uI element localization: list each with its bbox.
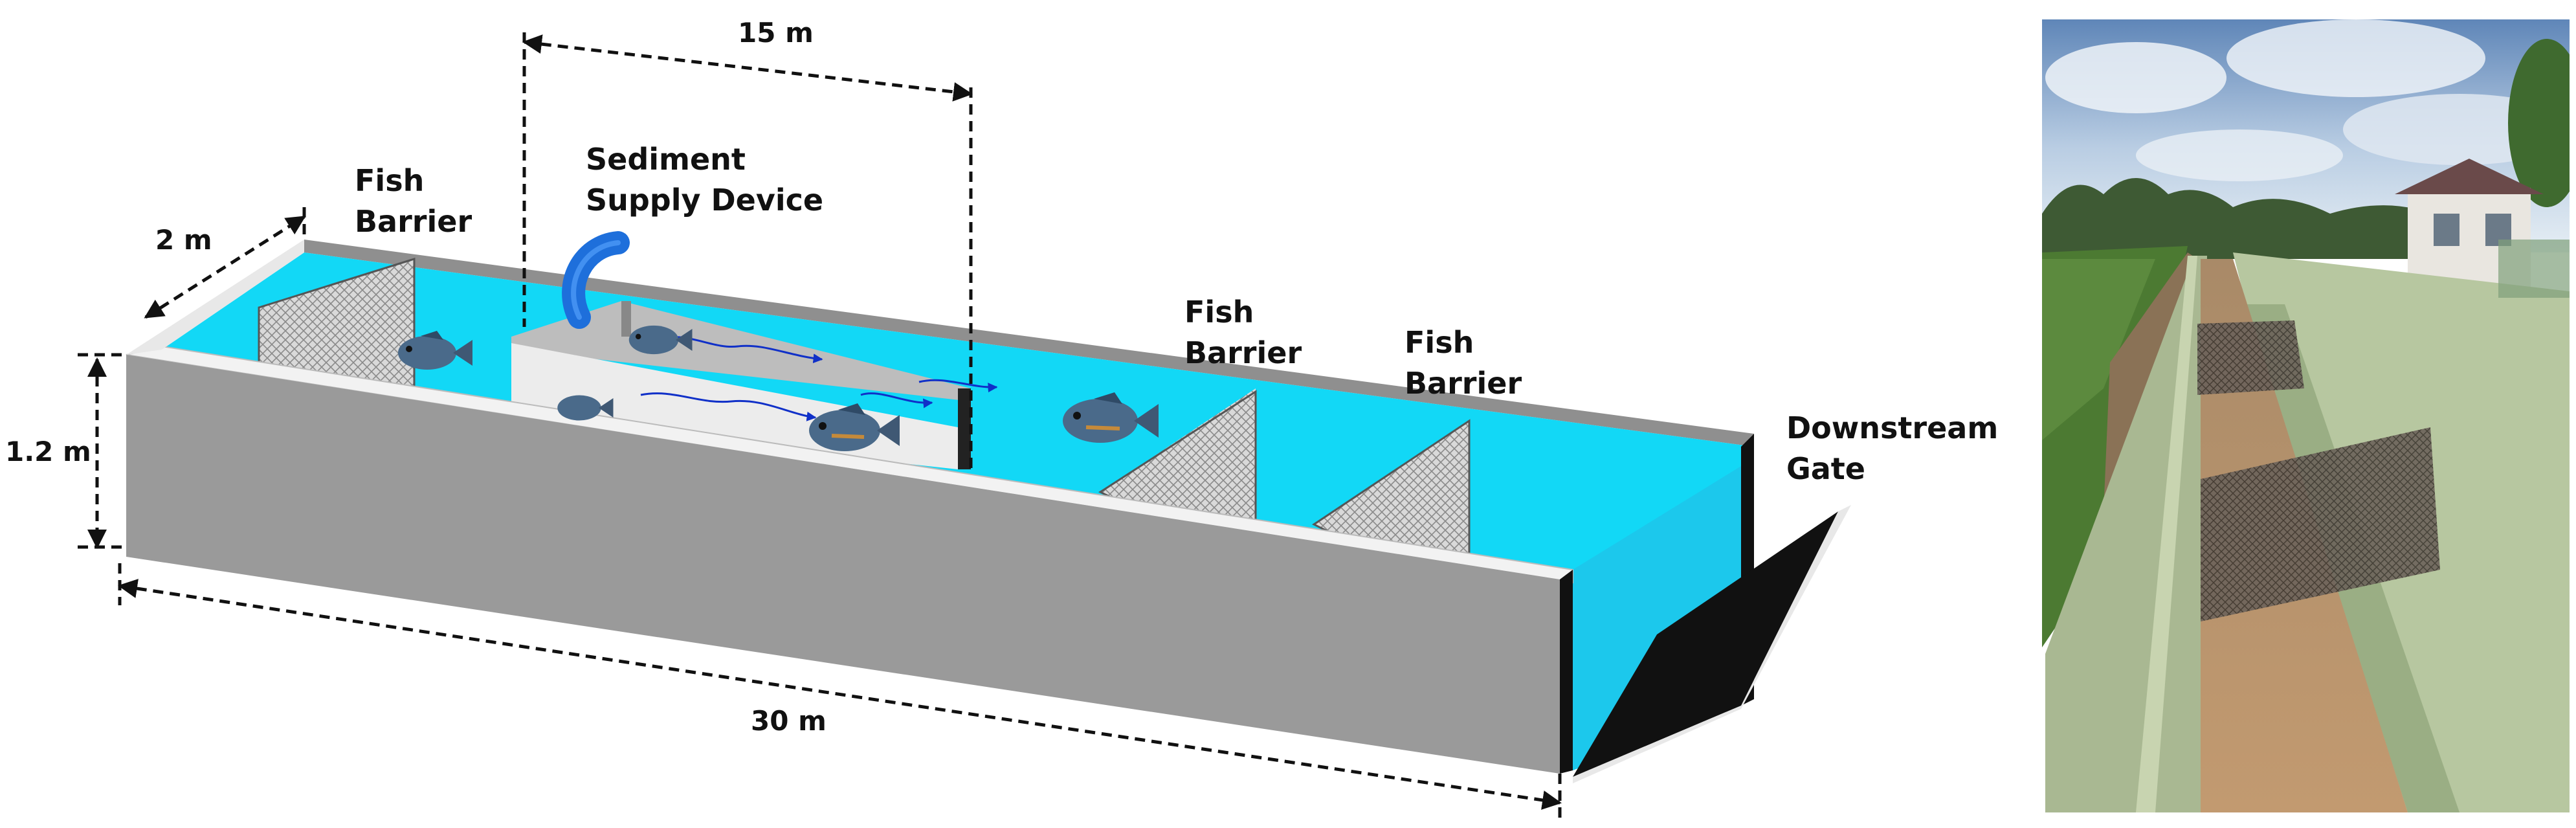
sediment-device-line-2: Supply Device — [586, 183, 823, 218]
flow-arrow — [918, 379, 998, 393]
flow-arrow — [860, 392, 933, 408]
back-wall-top — [304, 240, 1754, 447]
fish-icon — [1063, 392, 1159, 443]
width-label: 2 m — [155, 224, 212, 256]
sediment-device-label: Sediment Supply Device — [586, 142, 823, 218]
fish-barrier-3-label: Fish Barrier — [1405, 325, 1522, 401]
fish-icon — [628, 325, 693, 355]
fish-barrier-1-line-1: Fish — [355, 163, 424, 198]
fish-barrier-2-line-2: Barrier — [1184, 335, 1302, 370]
length-label: 30 m — [751, 705, 827, 737]
fish-barrier-1-line-2: Barrier — [355, 204, 472, 239]
flume-diagram: Fish Barrier Sediment Supply Device Fish… — [5, 17, 2008, 819]
fish-barrier-2-line-1: Fish — [1184, 295, 1254, 330]
site-photo — [2042, 19, 2570, 812]
fish-group — [398, 325, 1159, 451]
height-label: 1.2 m — [5, 436, 91, 467]
photo-barrier-mesh — [2201, 427, 2440, 621]
sediment-box-side-2 — [621, 301, 631, 337]
photo-left-wall — [2045, 256, 2207, 812]
sediment-box-side — [958, 388, 971, 469]
fish-icon — [398, 331, 472, 370]
fish-barrier-3-line-2: Barrier — [1405, 366, 1522, 401]
photo-trees-icon — [2042, 178, 2447, 259]
fish-icon — [557, 395, 614, 421]
sediment-device-line-1: Sediment — [586, 142, 746, 177]
front-wall-end — [1560, 570, 1573, 774]
fish-barrier-3-line-1: Fish — [1405, 325, 1474, 360]
fish-icon — [809, 403, 900, 451]
fish-barrier-1-label: Fish Barrier — [355, 163, 472, 239]
downstream-gate — [1573, 511, 1838, 777]
flow-arrow — [640, 392, 817, 421]
downstream-gate-line-1: Downstream — [1786, 410, 1998, 445]
downstream-gate-line-2: Gate — [1786, 451, 1865, 486]
photo-barrier-mesh — [2197, 320, 2304, 395]
length-dimension-line — [118, 579, 1562, 810]
section-label: 15 m — [738, 17, 814, 49]
dimension-lines — [78, 32, 1562, 819]
width-dimension-line — [144, 215, 306, 319]
section-dimension-line — [522, 34, 973, 102]
fish-barrier-2-label: Fish Barrier — [1184, 295, 1302, 370]
downstream-gate-label: Downstream Gate — [1786, 410, 2008, 486]
